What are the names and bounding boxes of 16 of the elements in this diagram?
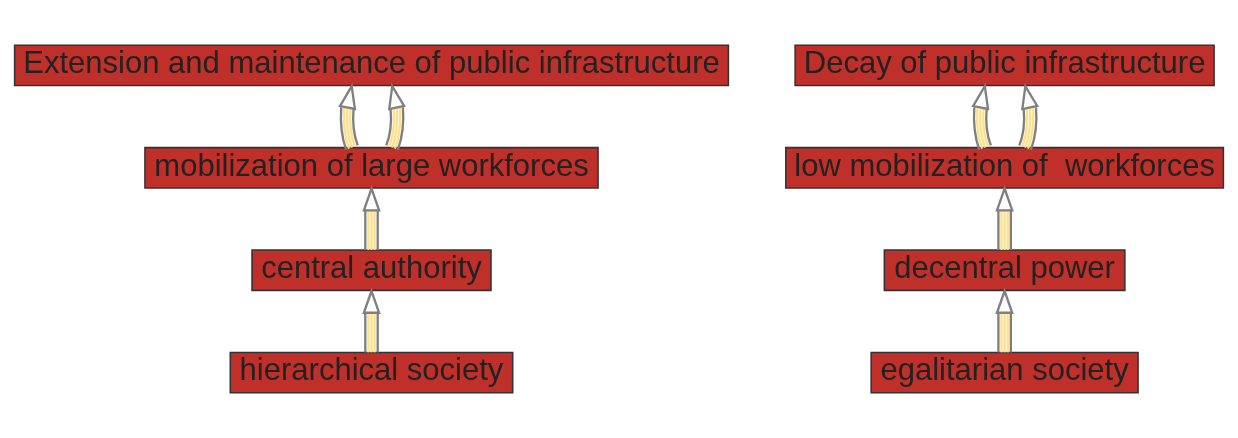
- arrow: [1018, 82, 1040, 151]
- arrow: [362, 287, 381, 353]
- node-box: low mobilization of workforces: [785, 146, 1225, 189]
- node-box: Decay of public infrastructure: [794, 44, 1215, 87]
- node-box: Extension and maintenance of public infrastructure: [13, 44, 730, 87]
- arrow: [971, 82, 992, 151]
- arrow: [338, 82, 359, 151]
- node-box: decentral power: [883, 249, 1126, 292]
- arrow: [995, 185, 1014, 250]
- node-box: mobilization of large workforces: [144, 146, 599, 189]
- node-box: central authority: [251, 249, 492, 292]
- arrow: [995, 287, 1014, 353]
- arrow: [385, 82, 406, 151]
- node-box: egalitarian society: [870, 351, 1139, 394]
- node-box: hierarchical society: [229, 351, 514, 394]
- arrow: [362, 185, 381, 250]
